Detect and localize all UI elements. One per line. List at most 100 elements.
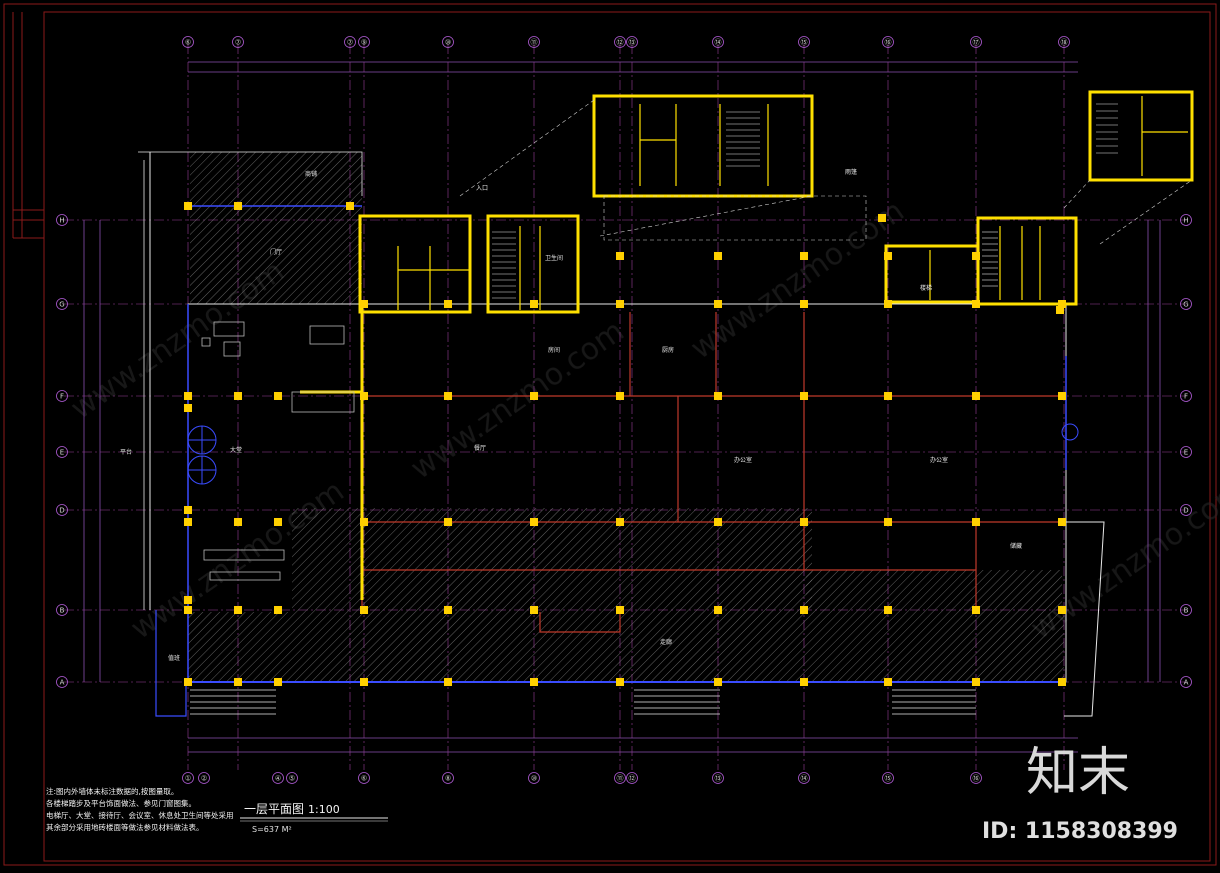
axis-label: B xyxy=(1184,607,1189,615)
column xyxy=(884,392,892,400)
column xyxy=(616,392,624,400)
axis-label: G xyxy=(1183,301,1188,309)
column xyxy=(1056,306,1064,314)
room-label-shop: 商铺 xyxy=(305,170,317,178)
axis-label: F xyxy=(60,393,64,401)
column xyxy=(884,252,892,260)
drawing-title-block: 一层平面图 1:100 S=637 M² xyxy=(240,802,388,834)
axis-bubble xyxy=(712,36,724,48)
column xyxy=(800,300,808,308)
column xyxy=(1058,518,1066,526)
axis-label: H xyxy=(59,217,64,225)
column xyxy=(1058,300,1066,308)
axis-bubble xyxy=(528,36,540,48)
axis-bubble xyxy=(1180,446,1192,458)
axis-label: D xyxy=(59,507,64,515)
axis-bubble xyxy=(798,36,810,48)
axis-label: ⑦ xyxy=(347,39,353,47)
column xyxy=(530,300,538,308)
axis-label: ⑦ xyxy=(235,39,241,47)
axis-bubble xyxy=(1180,676,1192,688)
structural-columns xyxy=(184,202,1066,686)
axis-label: ⑩ xyxy=(445,39,451,47)
column xyxy=(184,202,192,210)
column xyxy=(530,606,538,614)
column xyxy=(714,518,722,526)
column xyxy=(616,300,624,308)
column xyxy=(800,392,808,400)
note-line: 各楼梯踏步及平台饰面做法、参见门窗图集。 xyxy=(46,798,196,808)
column xyxy=(972,252,980,260)
column xyxy=(884,300,892,308)
column xyxy=(234,518,242,526)
hatched-zone-east xyxy=(806,570,1062,612)
column xyxy=(800,518,808,526)
column xyxy=(714,678,722,686)
axis-bubble xyxy=(286,772,298,784)
axis-label: ⑪ xyxy=(617,775,624,783)
axis-bubble xyxy=(1180,604,1192,616)
axis-label: H xyxy=(1183,217,1188,225)
column xyxy=(616,606,624,614)
hatched-zone-south xyxy=(188,612,1064,682)
axis-label: ⑧ xyxy=(445,775,451,783)
column xyxy=(972,518,980,526)
axis-bubble xyxy=(1180,214,1192,226)
axis-bubble xyxy=(56,446,68,458)
room-label-kitchen: 厨房 xyxy=(662,346,674,354)
column xyxy=(184,404,192,412)
column xyxy=(274,518,282,526)
axis-bubble xyxy=(882,772,894,784)
column xyxy=(444,392,452,400)
core-partitions xyxy=(397,96,1188,310)
room-label-room: 房间 xyxy=(548,346,560,354)
axis-label: ⑫ xyxy=(617,39,624,47)
column xyxy=(360,518,368,526)
dimension-lines xyxy=(83,61,1161,753)
column xyxy=(616,678,624,686)
axis-label: ⑤ xyxy=(289,775,295,783)
callout-leaders xyxy=(459,99,1193,245)
axis-label: ⑩ xyxy=(531,775,537,783)
axis-bubble xyxy=(970,36,982,48)
column xyxy=(444,606,452,614)
axis-bubble xyxy=(626,772,638,784)
axis-bubble xyxy=(442,36,454,48)
column xyxy=(1058,606,1066,614)
column xyxy=(234,606,242,614)
entrance-steps xyxy=(190,689,976,715)
column xyxy=(444,678,452,686)
watermark-block: 知末 ID: 1158308399 xyxy=(982,743,1178,844)
watermark-text: www.znzmo.com xyxy=(685,194,911,367)
room-label-stair: 楼梯 xyxy=(920,284,932,292)
axis-bubble xyxy=(56,298,68,310)
column xyxy=(616,252,624,260)
axis-bubble xyxy=(358,36,370,48)
axis-label: ① xyxy=(185,775,191,783)
column xyxy=(800,678,808,686)
axis-label: E xyxy=(60,449,64,457)
axis-label: B xyxy=(60,607,65,615)
column xyxy=(234,678,242,686)
axis-bubble xyxy=(182,36,194,48)
column xyxy=(714,252,722,260)
column xyxy=(800,606,808,614)
column xyxy=(184,392,192,400)
axis-bubble xyxy=(182,772,194,784)
room-label-corridor: 走廊 xyxy=(660,638,672,646)
column xyxy=(714,300,722,308)
column xyxy=(972,606,980,614)
column xyxy=(714,392,722,400)
axis-label: A xyxy=(1184,679,1189,687)
column xyxy=(234,392,242,400)
axis-bubble xyxy=(712,772,724,784)
room-label-dining: 餐厅 xyxy=(474,444,486,452)
column xyxy=(530,392,538,400)
room-label-storage: 储藏 xyxy=(1010,542,1022,550)
column xyxy=(360,300,368,308)
general-notes: 注:图内外墙体未标注数据的,按图量取。 各楼梯踏步及平台饰面做法、参见门窗图集。… xyxy=(46,786,234,832)
room-label-hall: 大堂 xyxy=(230,446,242,454)
column xyxy=(972,300,980,308)
